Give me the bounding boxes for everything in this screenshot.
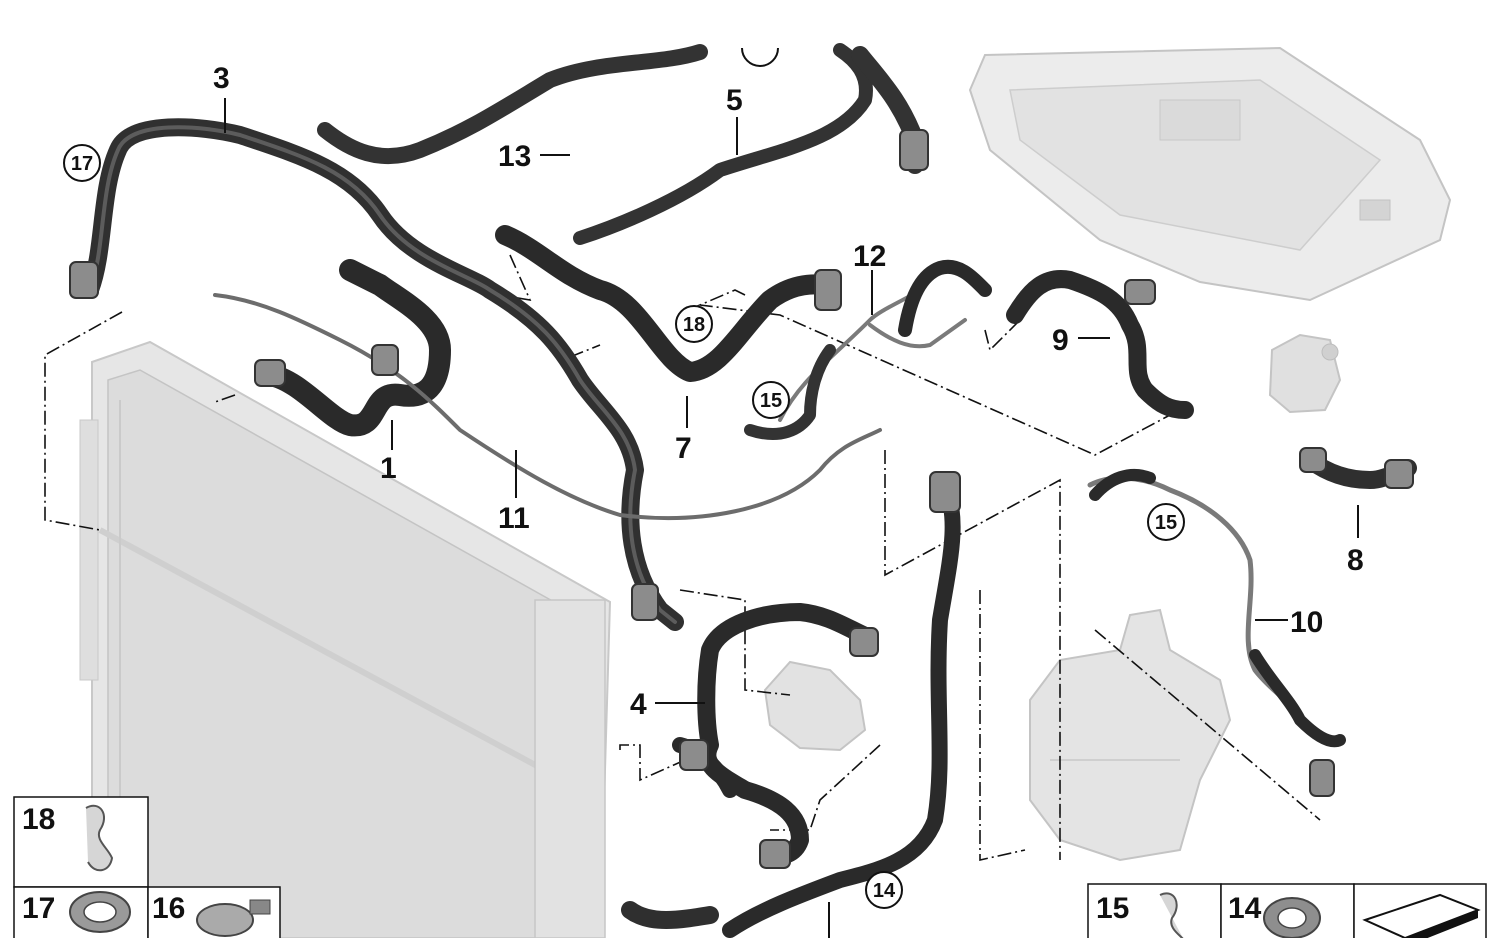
callout-labels: 1 3 4 5 7 8 9 10 11 12 13: [213, 62, 1364, 721]
circled-callouts: 17 18 15 15 14: [63, 47, 1185, 909]
callout-3: 3: [213, 62, 230, 95]
callout-5: 5: [726, 84, 743, 117]
svg-text:17: 17: [71, 153, 93, 175]
legend-label-16: 16: [152, 892, 185, 925]
svg-text:15: 15: [760, 390, 782, 412]
callout-4: 4: [630, 688, 647, 721]
reference-card-icon: [1362, 893, 1481, 938]
callout-13: 13: [498, 140, 531, 173]
radiator: [79, 340, 612, 938]
callout-leaders: [224, 98, 1359, 938]
callout-10: 10: [1290, 606, 1323, 639]
hose-connectors: [69, 129, 1414, 869]
hose-clamp-icon: [69, 891, 131, 933]
hose-clip-icon: [1159, 892, 1184, 938]
circled-callout-18: 18: [675, 305, 713, 343]
circled-callout-15-a: 15: [752, 381, 790, 419]
hose-clamp-icon: [1263, 897, 1321, 938]
hose-clip-icon: [85, 804, 114, 872]
legend-label-14: 14: [1228, 892, 1262, 925]
callout-12: 12: [853, 240, 886, 273]
callout-7: 7: [675, 432, 692, 465]
legend-label-17: 17: [22, 892, 55, 925]
circled-callout-15-b: 15: [1147, 503, 1185, 541]
callout-9: 9: [1052, 324, 1069, 357]
spring-clamp-icon: [196, 899, 271, 937]
svg-text:18: 18: [683, 314, 705, 336]
legend-label-15: 15: [1096, 892, 1129, 925]
callout-1: 1: [380, 452, 397, 485]
circled-callout-14: 14: [865, 871, 903, 909]
svg-text:15: 15: [1155, 512, 1177, 534]
circled-callout-17: 17: [63, 144, 101, 182]
parts-legend-right: 15 14: [1087, 883, 1487, 938]
expansion-tank: [1029, 608, 1232, 862]
callout-8: 8: [1347, 544, 1364, 577]
callout-11: 11: [498, 502, 530, 535]
parts-legend-left: 18 17 16: [13, 796, 281, 938]
electric-water-pump: [763, 660, 867, 752]
svg-text:14: 14: [873, 880, 896, 902]
circled-callout-cropped: [741, 47, 779, 67]
engine-cover: [968, 46, 1452, 302]
legend-label-18: 18: [22, 803, 55, 836]
auxiliary-pump: [1268, 333, 1342, 414]
